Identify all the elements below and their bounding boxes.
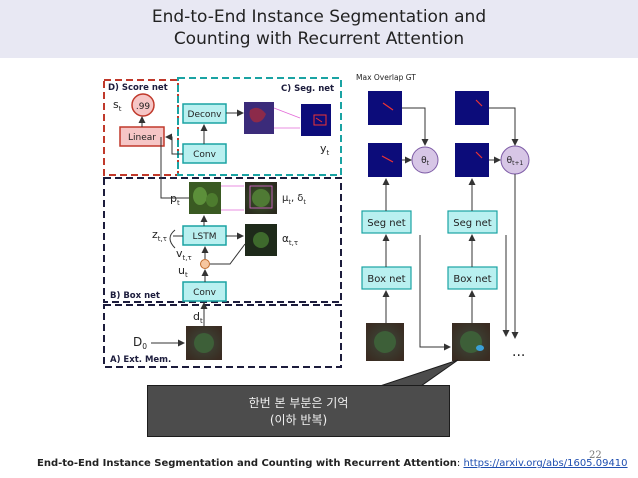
deconv-label: Deconv [188,110,223,120]
box-net-label-1: Box net [367,274,405,285]
ellipsis: ... [512,344,525,360]
callout-line-1: 한번 본 부분은 기억 [248,396,349,410]
title-band [0,0,638,58]
footer-separator: : [456,458,464,469]
seg-net-label-1: Seg net [367,218,406,229]
slide-title: End-to-End Instance Segmentation and Cou… [0,6,638,50]
callout-box: 한번 본 부분은 기억 (이하 반복) [147,385,450,437]
score-value: .99 [136,102,151,112]
callout-line-2: (이하 반복) [269,413,328,427]
callout-pointer [379,359,459,387]
ext-mem-panel-label: A) Ext. Mem. [110,355,171,365]
y-symbol: yt [320,142,330,157]
pred-tile-2 [455,143,489,177]
box-net-panel [103,177,342,303]
max-overlap-label: Max Overlap GT [356,73,416,82]
d-symbol: dt [193,310,203,325]
multiply-node [200,259,210,269]
u-symbol: ut [178,264,188,279]
score-net-panel [103,79,179,176]
mu-delta-label: μt, δt [282,193,306,206]
conv-bottom-label: Conv [193,288,216,298]
score-symbol: st [113,98,122,113]
paper-link[interactable]: https://arxiv.org/abs/1605.09410 [463,458,628,469]
D0-symbol: D0 [133,335,147,351]
seg-net-label-2: Seg net [453,218,492,229]
alpha-symbol: αt,τ [282,233,298,247]
p-symbol: pt [170,192,180,207]
theta-t-label: θt [421,156,430,167]
footer-paper-title: End-to-End Instance Segmentation and Cou… [37,458,457,469]
page-number: 22 [589,450,602,461]
theta-t1-label: θt+1 [507,156,524,167]
seg-net-panel-label: C) Seg. net [281,84,334,94]
gt-tile-2 [455,91,489,125]
box-net-label-2: Box net [453,274,491,285]
seg-net-panel [177,77,342,176]
lstm-label: LSTM [193,232,217,242]
v-symbol: vt,τ [176,247,192,262]
linear-label: Linear [128,133,156,143]
theta-t-node [411,146,439,174]
z-symbol: zt,τ [152,228,167,243]
box-net-panel-label: B) Box net [110,291,160,301]
score-net-label: D) Score net [108,83,168,93]
ext-mem-panel [103,304,342,368]
title-line-2: Counting with Recurrent Attention [173,29,465,49]
pred-tile-1 [368,143,402,177]
conv-top-label: Conv [193,150,216,160]
title-line-1: End-to-End Instance Segmentation and [151,7,487,27]
gt-tile-1 [368,91,402,125]
footer-citation: End-to-End Instance Segmentation and Cou… [37,458,628,469]
